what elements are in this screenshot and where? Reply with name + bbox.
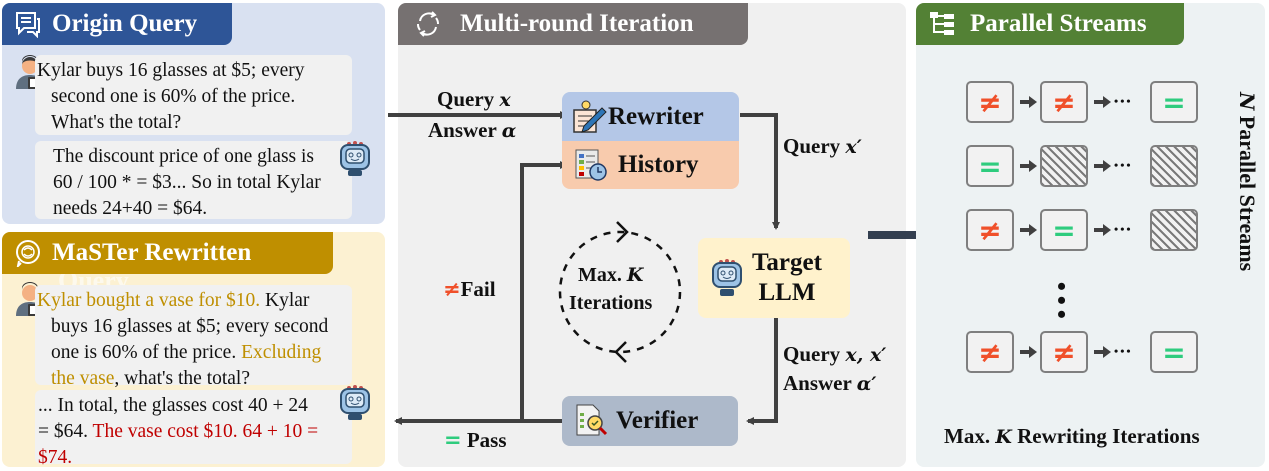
step-arrow-icon [1020, 222, 1038, 238]
rewritten-user-bubble: Kylar bought a vase for $10. Kylar buys … [35, 285, 352, 389]
stream-cell-eq: = [1150, 81, 1198, 123]
chat-bubble-icon [16, 12, 40, 38]
original-text: = $64. [38, 421, 93, 442]
bot-response-bubble: The discount price of one glass is 60 / … [35, 141, 352, 219]
cycle-arrows-icon [417, 11, 439, 37]
iterations-label: Iterations [569, 292, 653, 314]
verifier-label: Verifier [616, 407, 699, 434]
stream-cell-neq: ≠ [966, 209, 1014, 251]
original-text: , what's the total? [114, 368, 251, 389]
ellipsis: ••• [1114, 94, 1133, 108]
stream-cell-hatch [1150, 209, 1198, 251]
stream-cell-neq: ≠ [966, 81, 1014, 123]
parallel-streams-header: Parallel Streams [916, 3, 1184, 45]
error-text: $74. [38, 447, 73, 468]
stream-cell-hatch [1040, 145, 1088, 187]
robot-icon [340, 385, 370, 420]
fail-label: ≠Fail [443, 277, 496, 301]
target-llm-box: Target LLM [698, 238, 850, 318]
stream-cell-neq: ≠ [1040, 331, 1088, 373]
stream-cell-eq: = [1150, 331, 1198, 373]
query-x-label: Query x [437, 87, 511, 111]
equal-icon: = [444, 428, 462, 452]
multi-round-header: Multi-round Iteration [398, 3, 748, 45]
rewriter-label: Rewriter [608, 102, 704, 130]
multi-round-title: Multi-round Iteration [460, 10, 694, 37]
brain-chat-icon [16, 240, 40, 267]
stream-cell-eq: = [1040, 209, 1088, 251]
added-context-text: Kylar bought a vase for $10. [37, 290, 261, 311]
user-message-line: What's the total? [51, 112, 182, 133]
rewritten-user-line: one is 60% of the price. Excluding [51, 340, 342, 366]
vertical-ellipsis: ••• [1057, 272, 1067, 329]
history-label: History [618, 151, 699, 178]
max-k-label: Max. K [578, 264, 644, 286]
verifier-box: Verifier [562, 396, 738, 446]
stream-cell-neq: ≠ [966, 331, 1014, 373]
target-llm-label: Target LLM [752, 248, 822, 308]
stream-cell-eq: = [966, 145, 1014, 187]
ellipsis: ••• [1114, 158, 1133, 172]
parallel-streams-title: Parallel Streams [970, 10, 1147, 37]
step-arrow-icon [1094, 94, 1112, 110]
step-arrow-icon [1094, 222, 1112, 238]
master-rewritten-header: MaSTer Rewritten [2, 232, 333, 274]
user-message-line: second one is 60% of the price. [51, 86, 296, 107]
origin-query-title: Origin Query [52, 10, 198, 37]
added-context-text: the vase [51, 368, 115, 389]
rewritten-user-line: the vase, what's the total? [51, 366, 342, 392]
original-text: Kylar [260, 290, 310, 311]
bot-response-line: The discount price of one glass is [53, 146, 315, 167]
robot-icon [712, 259, 742, 296]
rewritten-bot-bubble: ... In total, the glasses cost 40 + 24 =… [35, 390, 352, 468]
error-text: The vase cost $10. 64 + 10 = [92, 421, 319, 442]
rewritten-user-line: Kylar bought a vase for $10. Kylar [37, 288, 342, 314]
answer-alpha-prime-label: Answer α′ [783, 371, 877, 395]
master-rewritten-panel: Query MaSTer Rewritten Kylar bought a va… [2, 232, 385, 468]
step-arrow-icon [1094, 344, 1112, 360]
rewritten-user-line: buys 16 glasses at $5; every second [51, 316, 329, 337]
idea-pencil-icon [573, 100, 607, 133]
pass-label: = Pass [444, 428, 507, 452]
query-x-xprime-label: Query x, x′ [783, 342, 887, 366]
rewritten-bot-line: = $64. The vase cost $10. 64 + 10 = [38, 419, 342, 445]
verify-document-icon [576, 404, 608, 436]
not-equal-icon: ≠ [443, 277, 461, 301]
bot-response-line: needs 24+40 = $64. [53, 198, 208, 219]
rewriter-box: Rewriter [562, 92, 739, 141]
ellipsis: ••• [1114, 344, 1133, 358]
stream-cell-hatch [1150, 145, 1198, 187]
robot-icon [340, 141, 370, 176]
query-x-prime-label: Query x′ [783, 134, 862, 158]
master-rewritten-title: MaSTer Rewritten [52, 239, 252, 266]
hierarchy-icon [930, 12, 954, 35]
history-checklist-icon [575, 149, 607, 181]
step-arrow-icon [1020, 344, 1038, 360]
user-message-bubble: Kylar buys 16 glasses at $5; every secon… [35, 55, 352, 135]
origin-query-panel: Origin Query Kylar buys 16 glasses at $5… [2, 3, 385, 224]
target-llm-line: LLM [758, 279, 816, 306]
step-arrow-icon [1020, 158, 1038, 174]
ellipsis: ••• [1114, 222, 1133, 236]
bot-response-line: 60 / 100 * = $3... So in total Kylar [53, 172, 321, 193]
step-arrow-icon [1094, 158, 1112, 174]
target-llm-line: Target [752, 249, 822, 276]
parallel-streams-panel: Parallel Streams [916, 3, 1265, 467]
n-parallel-streams-label: N Parallel Streams [1235, 92, 1260, 272]
origin-query-header: Origin Query [2, 3, 232, 45]
user-message-line: Kylar buys 16 glasses at $5; every [37, 60, 305, 81]
original-text: one is 60% of the price. [51, 342, 242, 363]
history-box: History [562, 141, 739, 189]
answer-alpha-label: Answer α [428, 118, 517, 142]
added-context-text: Excluding [241, 342, 322, 363]
stream-cell-neq: ≠ [1040, 81, 1088, 123]
step-arrow-icon [1020, 94, 1038, 110]
rewritten-bot-line: ... In total, the glasses cost 40 + 24 [38, 395, 308, 416]
max-k-rewriting-label: Max. K Rewriting Iterations [944, 424, 1200, 448]
